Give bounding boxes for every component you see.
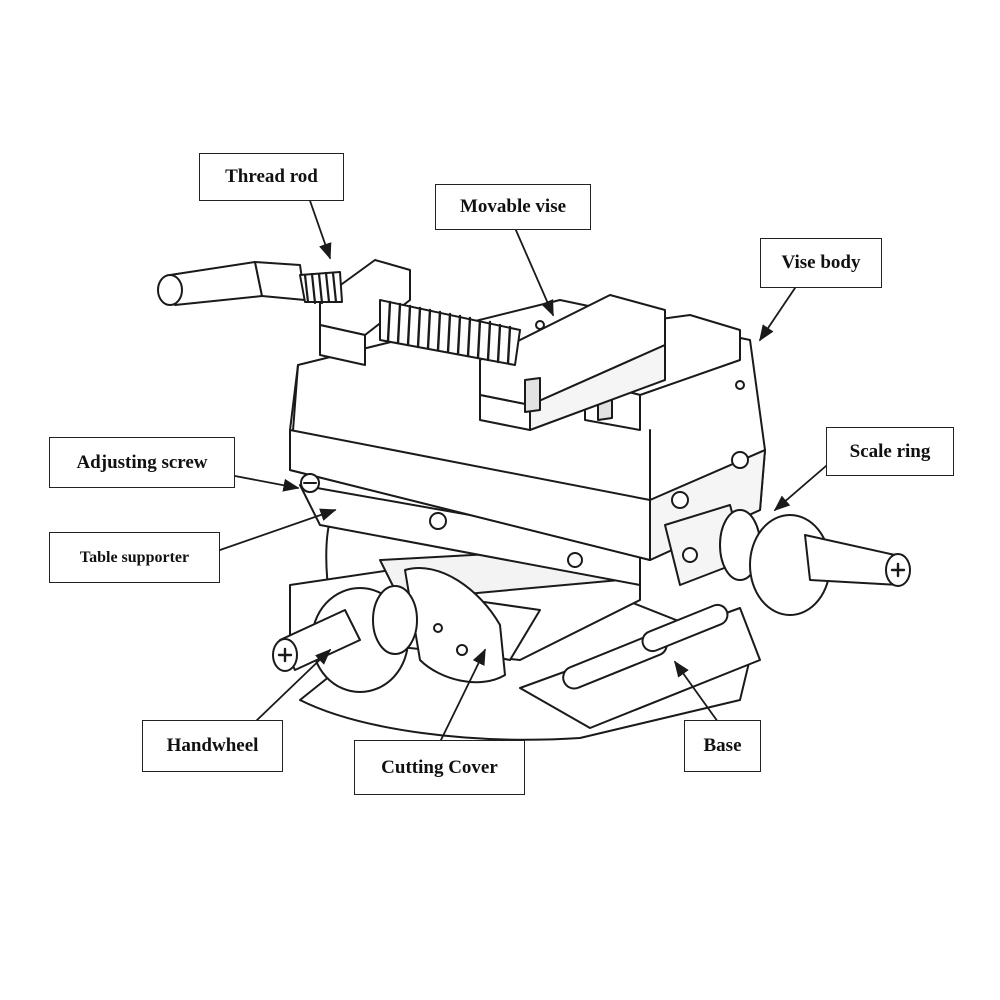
thread-rod [157,261,521,366]
label-scale-ring: Scale ring [826,427,954,476]
label-base: Base [684,720,761,772]
label-table-supporter: Table supporter [49,532,220,583]
label-cutting-cover: Cutting Cover [354,740,525,795]
label-adjusting-screw: Adjusting screw [49,437,235,488]
leader-lines [219,194,827,743]
label-movable-vise: Movable vise [435,184,591,230]
label-thread-rod: Thread rod [199,153,344,201]
right-handwheel [664,504,911,616]
label-handwheel: Handwheel [142,720,283,772]
adjusting-screw [300,473,320,493]
movable-vise [479,294,666,431]
label-vise-body: Vise body [760,238,882,288]
left-handwheel [272,585,418,693]
